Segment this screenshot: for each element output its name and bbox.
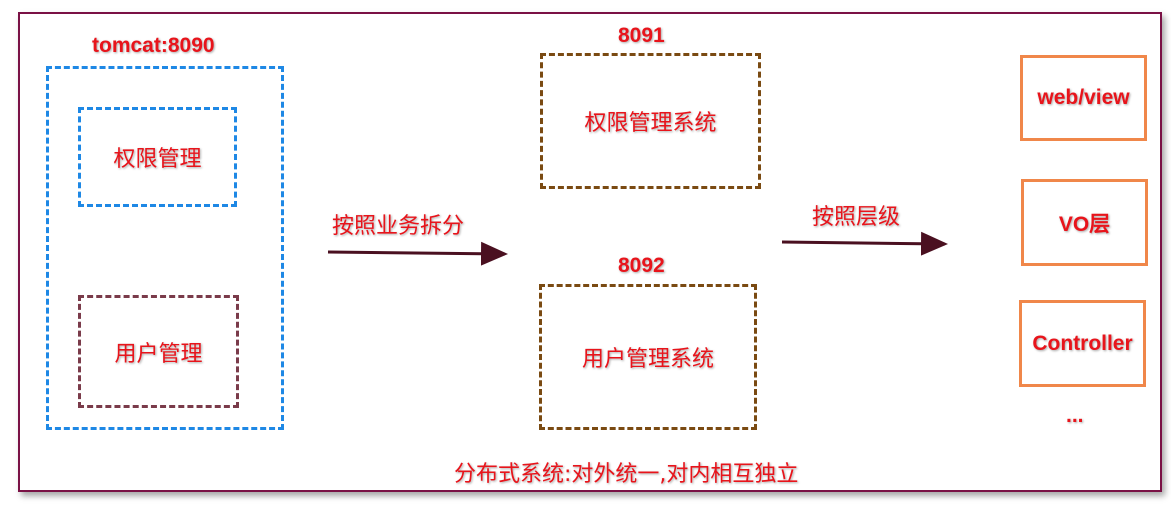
service-port-8091: 8091: [618, 24, 665, 47]
module-user-label: 用户管理: [114, 341, 203, 367]
layer-vo-label: VO层: [1058, 212, 1111, 236]
layer-controller-box: Controller: [1019, 300, 1146, 387]
tomcat-container: [46, 66, 284, 430]
arrow-layer-split: [781, 231, 948, 256]
service-permission-label: 权限管理系统: [584, 111, 717, 136]
layer-controller-label: Controller: [1032, 331, 1133, 355]
arrow-business-split: [327, 241, 508, 266]
split-layer-label: 按照层级: [812, 205, 901, 230]
diagram-frame: [18, 12, 1162, 492]
module-permission-label: 权限管理: [113, 147, 202, 172]
layers-more-ellipsis: ...: [1066, 404, 1084, 427]
service-port-8092: 8092: [618, 254, 665, 277]
service-user-box: 用户管理系统: [539, 284, 757, 430]
footer-caption: 分布式系统:对外统一,对内相互独立: [454, 462, 799, 487]
layer-web-view-label: web/view: [1037, 86, 1130, 109]
module-user-box: 用户管理: [78, 295, 239, 408]
layer-vo-box: VO层: [1021, 179, 1148, 266]
tomcat-title: tomcat:8090: [92, 34, 215, 57]
split-business-label: 按照业务拆分: [332, 214, 465, 239]
service-permission-box: 权限管理系统: [540, 53, 761, 189]
module-permission-box: 权限管理: [78, 107, 237, 207]
service-user-label: 用户管理系统: [581, 347, 714, 372]
layer-web-view-box: web/view: [1020, 55, 1147, 141]
